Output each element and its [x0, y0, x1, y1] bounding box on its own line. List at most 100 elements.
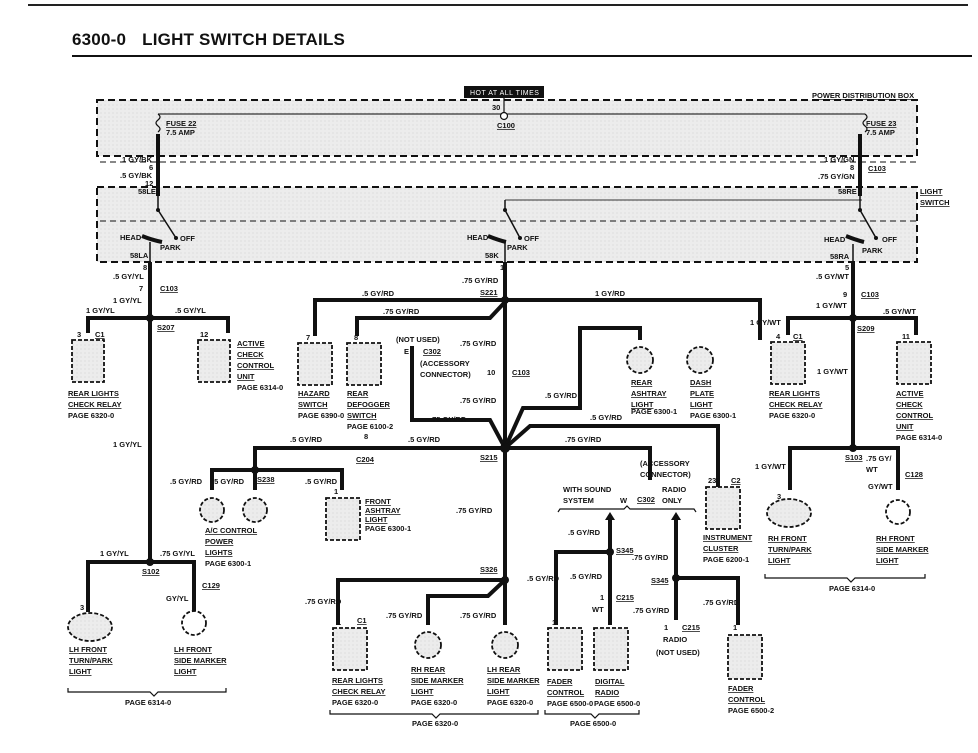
pin-label: 1	[500, 263, 504, 272]
splice-s326	[501, 576, 509, 584]
section-title: LIGHT SWITCH DETAILS	[142, 30, 346, 49]
not-used-note: (NOT USED)	[656, 648, 700, 657]
connector-label: C1	[357, 616, 367, 625]
connector-label: C204	[356, 455, 375, 464]
left-branch	[86, 262, 230, 612]
component-name: CHECK RELAY	[769, 400, 822, 409]
splice-s238	[251, 466, 259, 474]
pin-label: 3	[80, 603, 84, 612]
wire-label: 1 GY/RD	[595, 289, 626, 298]
page-ref: PAGE 6320-0	[411, 698, 457, 707]
page-ref: PAGE 6300-1	[631, 407, 677, 416]
component-name: LIGHT	[690, 400, 713, 409]
component-name: HAZARD	[298, 389, 330, 398]
component-name: LIGHT	[411, 687, 434, 696]
splice-s345-sound	[606, 548, 614, 556]
wire-label: .5 GY/RD	[545, 391, 578, 400]
rh-rear-side-marker-light	[414, 631, 442, 659]
component-name: POWER	[205, 537, 234, 546]
component-name: LH FRONT	[174, 645, 212, 654]
page-ref: PAGE 6300-1	[690, 411, 736, 420]
component-name: DEFOGGER	[347, 400, 391, 409]
wire-label: 1 GY/WT	[817, 367, 848, 376]
wire-label: 1 GY/YL	[100, 549, 129, 558]
pin-label: 1	[600, 593, 604, 602]
page-ref: PAGE 6500-0	[594, 699, 640, 708]
page-ref: PAGE 6390-0	[298, 411, 344, 420]
pin-label: 8	[850, 163, 854, 172]
wire-label: GY/WT	[868, 482, 893, 491]
wire-label: .75 GY/RD	[460, 339, 497, 348]
wire-label: .75 GY/RD	[703, 598, 740, 607]
splice-label: S209	[857, 324, 875, 333]
connector-desc: CONNECTOR)	[420, 370, 471, 379]
wire-label: .5 GY/RD	[362, 289, 395, 298]
wire-label: .75 GY/RD	[632, 553, 669, 562]
component-name: LH FRONT	[69, 645, 107, 654]
component-name: SIDE MARKER	[487, 676, 540, 685]
c100-label: C100	[497, 121, 515, 130]
splice-s209	[849, 314, 857, 322]
component-name: SIDE MARKER	[174, 656, 227, 665]
component-name: PLATE	[690, 389, 714, 398]
component-name: FRONT	[365, 497, 391, 506]
wire-label: .5 GY/WT	[816, 272, 849, 281]
page-ref: PAGE 6300-1	[205, 559, 251, 568]
pin-label: 11	[902, 332, 910, 341]
wire-label: .75 GY/	[866, 454, 892, 463]
page-ref: PAGE 6500-2	[728, 706, 774, 715]
rh-front-side-marker-light	[885, 499, 911, 525]
wire-label: .75 GY/YL	[160, 549, 195, 558]
page-ref: PAGE 6100-2	[347, 422, 393, 431]
lh-rear-side-marker-light	[491, 631, 519, 659]
component-name: ASHTRAY	[365, 506, 401, 515]
connector-label: C302	[423, 347, 441, 356]
pin-label: 6	[149, 163, 153, 172]
wire-label: .75 GY/GN	[818, 172, 855, 181]
wire-label: 1 GY/WT	[750, 318, 781, 327]
fuse-23-rating: 7.5 AMP	[866, 128, 895, 137]
c100-terminal	[499, 111, 509, 121]
front-ashtray-light	[325, 497, 361, 541]
page-ref: PAGE 6300-1	[365, 524, 411, 533]
rear-lights-check-relay-center	[332, 627, 368, 671]
terminal-30: 30	[492, 103, 500, 112]
page-ref: PAGE 6320-0	[769, 411, 815, 420]
component-name: LIGHT	[174, 667, 197, 676]
component-name: LH REAR	[487, 665, 521, 674]
switch-contact	[141, 234, 163, 244]
component-name: SIDE MARKER	[411, 676, 464, 685]
off-label: OFF	[524, 234, 539, 243]
option-label: SYSTEM	[563, 496, 594, 505]
ac-control-light-2	[242, 497, 268, 523]
component-name: REAR LIGHTS	[332, 676, 383, 685]
rear-lights-check-relay-right	[770, 341, 806, 385]
component-name: CHECK	[896, 400, 923, 409]
component-name: RH REAR	[411, 665, 446, 674]
component-name: REAR LIGHTS	[769, 389, 820, 398]
fuse-22-rating: 7.5 AMP	[166, 128, 195, 137]
fuse-23-label: FUSE 23	[866, 119, 896, 128]
wire-label: 1 GY/BK	[122, 155, 153, 164]
wire-label: GY/YL	[166, 594, 189, 603]
wire-label: 1 GY/YL	[113, 440, 142, 449]
terminal-label: 58K	[485, 251, 499, 260]
splice-label: S103	[845, 453, 863, 462]
fader-control	[547, 627, 583, 671]
pin-label: 7	[306, 333, 310, 342]
fader-control-2	[727, 634, 763, 680]
component-name: TURN/PARK	[69, 656, 113, 665]
terminal-label: 58LE	[138, 187, 156, 196]
park-label: PARK	[160, 243, 181, 252]
instrument-cluster	[705, 486, 741, 530]
fuse-22-icon	[155, 113, 161, 133]
wire-label: WT	[592, 605, 604, 614]
connector-label: C215	[616, 593, 634, 602]
component-name: LIGHT	[487, 687, 510, 696]
wire-label: .75 GY/RD	[565, 435, 602, 444]
rear-ashtray-light	[626, 346, 654, 374]
component-name: CHECK RELAY	[332, 687, 385, 696]
head-label: HEAD	[824, 235, 846, 244]
wire-label: .5 GY/RD	[305, 477, 338, 486]
